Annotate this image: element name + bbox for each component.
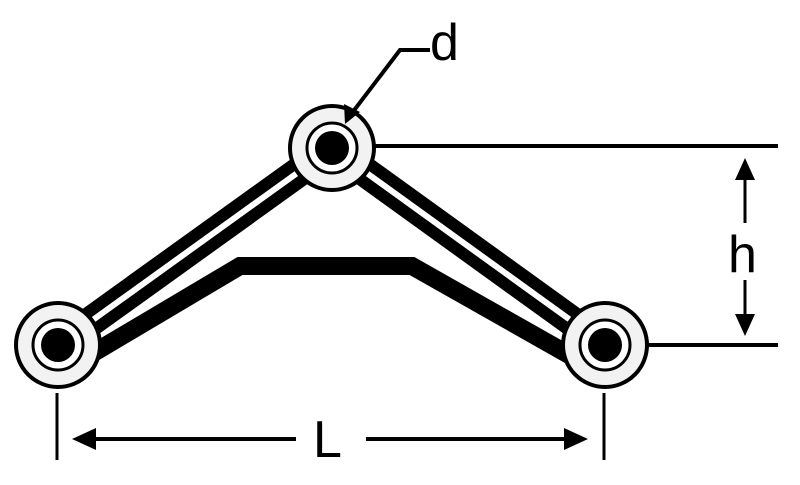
height-dimension-arrow <box>735 158 755 336</box>
upper-right-link-bar-inner <box>330 145 607 348</box>
diameter-label: d <box>430 14 459 72</box>
right-pin-joint <box>561 301 649 389</box>
left-pin-joint <box>14 301 102 389</box>
length-dimension-arrow <box>72 428 588 450</box>
height-label: h <box>728 226 757 284</box>
lower-link-plate <box>85 257 583 368</box>
top-pin-joint <box>288 104 376 192</box>
diameter-leader <box>344 48 430 124</box>
upper-left-link-bar-inner <box>56 145 334 348</box>
length-label: L <box>313 411 342 469</box>
